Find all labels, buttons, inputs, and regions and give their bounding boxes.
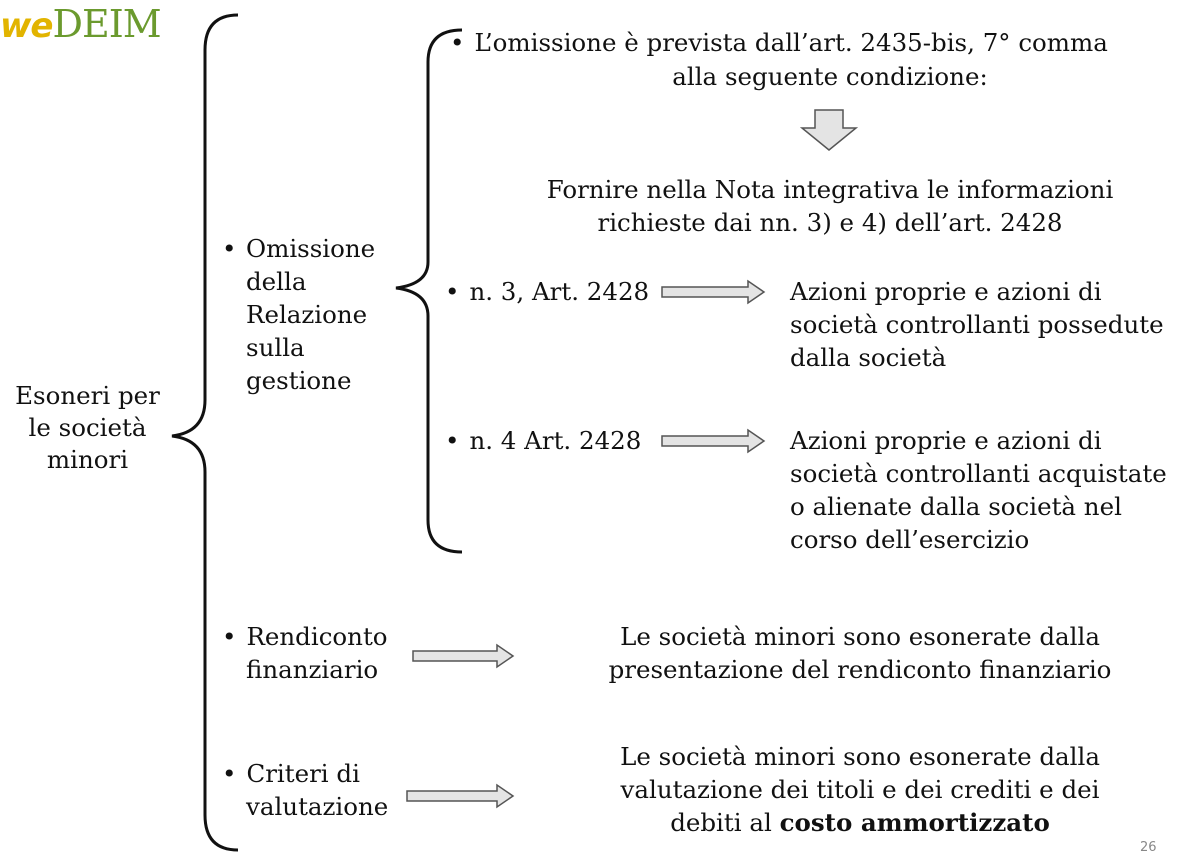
n3-desc-line3: dalla società bbox=[790, 343, 947, 372]
n4-desc-line1: Azioni proprie e azioni di bbox=[790, 426, 1102, 455]
rendiconto-desc-line1: Le società minori sono esonerate dalla bbox=[620, 622, 1100, 651]
deim-logo: weDEIM bbox=[0, 2, 162, 46]
n4-label: n. 4 Art. 2428 bbox=[445, 424, 641, 457]
rendiconto-arrow bbox=[412, 643, 515, 669]
n4-desc-line4: corso dell’esercizio bbox=[790, 525, 1030, 554]
n4-desc-line3: o alienate dalla società nel bbox=[790, 492, 1122, 521]
n4-desc-line2: società controllanti acquistate bbox=[790, 459, 1167, 488]
rendiconto-label-line2: finanziario bbox=[246, 655, 379, 684]
criteri-label-line2: valutazione bbox=[246, 792, 389, 821]
rendiconto-desc-line2: presentazione del rendiconto finanziario bbox=[608, 655, 1112, 684]
n4-arrow bbox=[661, 428, 766, 454]
n3-desc-line1: Azioni proprie e azioni di bbox=[790, 277, 1102, 306]
n3-arrow bbox=[661, 279, 766, 305]
criteri-desc-line2: valutazione dei titoli e dei crediti e d… bbox=[620, 775, 1100, 804]
rendiconto-label-line1: Rendiconto bbox=[222, 620, 387, 653]
omissione-brace bbox=[395, 28, 463, 554]
main-brace bbox=[171, 13, 239, 852]
condition-line1: L’omissione è prevista dall’art. 2435-bi… bbox=[450, 26, 1107, 59]
criteri-arrow bbox=[406, 783, 515, 809]
criteri-desc-line3-prefix: debiti al bbox=[670, 808, 780, 837]
omissione-label: • Omissione della Relazione sulla gestio… bbox=[222, 232, 402, 397]
omissione-label-text: Omissione della Relazione sulla gestione bbox=[246, 234, 376, 395]
condition-line2: alla seguente condizione: bbox=[672, 62, 988, 91]
requirement-line1: Fornire nella Nota integrativa le inform… bbox=[546, 175, 1114, 204]
criteri-label-line1: Criteri di bbox=[222, 757, 360, 790]
root-label-text: Esoneri per le società minori bbox=[15, 381, 160, 474]
n3-desc-line2: società controllanti possedute bbox=[790, 310, 1164, 339]
root-label: Esoneri per le società minori bbox=[0, 380, 175, 476]
n3-label: n. 3, Art. 2428 bbox=[445, 275, 649, 308]
criteri-desc-line3-bold: costo ammortizzato bbox=[779, 808, 1050, 837]
down-arrow bbox=[799, 109, 859, 151]
criteri-desc-line3: debiti al costo ammortizzato bbox=[520, 806, 1200, 839]
logo-we: we bbox=[0, 6, 53, 46]
page-number: 26 bbox=[1140, 840, 1157, 855]
requirement-line2: richieste dai nn. 3) e 4) dell’art. 2428 bbox=[597, 208, 1063, 237]
criteri-desc-line1: Le società minori sono esonerate dalla bbox=[620, 742, 1100, 771]
logo-deim: DEIM bbox=[52, 2, 161, 46]
omissione-bullet: • bbox=[222, 234, 237, 263]
